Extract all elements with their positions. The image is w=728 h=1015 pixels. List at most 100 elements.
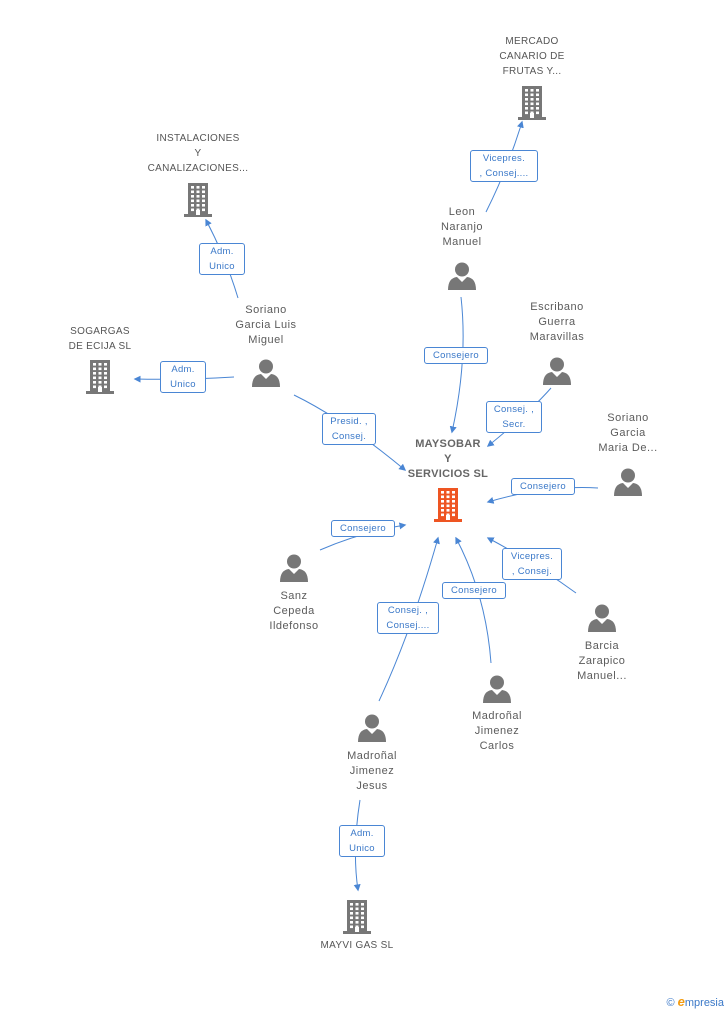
node-label-line: Miguel [248,334,284,346]
node-label-line: MAYVI GAS SL [320,940,394,951]
node-label-line: Jimenez [474,725,520,737]
company-label-mercado[interactable]: MERCADO CANARIO DE FRUTAS Y... [452,34,612,79]
relation-label-line: Presid. , [330,416,368,427]
company-label-mayvigas[interactable]: MAYVI GAS SL [277,938,437,953]
node-label-line: FRUTAS Y... [502,66,562,77]
relation-label-line: Vicepres. [510,551,554,562]
building-icon[interactable] [84,360,116,399]
relation-label-line: Unico [349,843,375,854]
node-label-line: SERVICIOS SL [407,468,489,480]
relation-label-line: Adm. [171,364,195,375]
edge-carlos-center [455,536,492,664]
relation-label-jesus-mayvigas[interactable]: Adm. Unico [339,825,385,857]
node-label-line: Cepeda [273,605,315,617]
relation-label-line: Consej.... [386,620,430,631]
node-label-line: Y [194,148,202,159]
building-icon[interactable] [516,86,548,125]
company-label-center[interactable]: MAYSOBAR Y SERVICIOS SL [368,437,528,482]
relation-label-barcia-center[interactable]: Vicepres. , Consej. [502,548,562,580]
person-icon[interactable] [587,603,617,638]
relation-label-line: Vicepres. [482,153,526,164]
brand-initial: e [677,994,685,1009]
relation-label-line: Consejero [450,585,497,596]
relation-label-line: Consejero [339,523,386,534]
person-icon[interactable] [447,261,477,296]
node-label-line: Zarapico [578,655,626,667]
node-label-line: Jimenez [349,765,395,777]
relation-label-line: Adm. [210,246,234,257]
person-icon[interactable] [613,467,643,502]
node-label-line: Maravillas [529,331,585,343]
company-label-instalaciones[interactable]: INSTALACIONES Y CANALIZACIONES... [118,131,278,176]
node-label-line: Maria De... [598,442,658,454]
footer-brand: © empresia [666,994,724,1009]
relation-label-line: Unico [209,261,235,272]
person-icon[interactable] [357,713,387,748]
node-label-line: Garcia Luis [235,319,297,331]
node-label-line: MERCADO [505,36,559,47]
person-icon[interactable] [542,356,572,391]
node-label-line: Ildefonso [269,620,319,632]
node-label-line: INSTALACIONES [156,133,240,144]
node-label-line: Naranjo [440,221,484,233]
relation-label-leon-mercado[interactable]: Vicepres., Consej.... [470,150,538,182]
node-label-line: Madroñal [472,710,522,722]
brand-name: mpresia [684,997,724,1009]
relation-label-line: Consej. [331,431,367,442]
edge-leon-center [449,296,464,434]
relation-label-carlos-center[interactable]: Consejero [442,582,506,599]
person-icon[interactable] [251,358,281,393]
node-label-line: MAYSOBAR [415,438,481,450]
relation-label-jesus-center[interactable]: Consej. , Consej.... [377,602,439,634]
node-label-line: Barcia [584,640,620,652]
relation-label-escribano-center[interactable]: Consej. , Secr. [486,401,542,433]
node-label-line: Carlos [479,740,515,752]
building-icon[interactable] [341,900,373,939]
node-label-line: Soriano [245,304,287,316]
building-icon[interactable] [182,183,214,222]
relation-label-maria-center[interactable]: Consejero [511,478,575,495]
node-label-line: CANALIZACIONES... [147,163,249,174]
node-label-line: Soriano [607,412,649,424]
relation-label-line: Adm. [350,828,374,839]
node-label-line: Manuel... [577,670,627,682]
relation-label-leon-center[interactable]: Consejero [424,347,488,364]
node-label-line: Sanz [280,590,308,602]
relation-label-line: Consejero [432,350,479,361]
relation-label-line: Consejero [519,481,566,492]
relation-label-sanz-center[interactable]: Consejero [331,520,395,537]
node-label-line: CANARIO DE [499,51,565,62]
building-icon[interactable] [432,488,464,527]
company-label-sogargas[interactable]: SOGARGAS DE ECIJA SL [20,324,180,354]
person-icon[interactable] [279,553,309,588]
node-label-line: Madroñal [347,750,397,762]
relation-label-line: Secr. [502,419,526,430]
relation-label-luis-instalaciones[interactable]: Adm. Unico [199,243,245,275]
node-label-line: Garcia [610,427,646,439]
relation-label-line: Consej. , [387,605,429,616]
node-label-line: Escribano [530,301,584,313]
relation-label-line: Consej. , [493,404,535,415]
copyright-symbol: © [666,997,675,1009]
node-label-line: DE ECIJA SL [68,341,132,352]
node-label-line: Jesus [356,780,388,792]
relation-label-line: , Consej. [511,566,553,577]
node-label-line: Guerra [538,316,576,328]
relation-label-luis-sogargas[interactable]: Adm.Unico [160,361,206,393]
node-label-line: Manuel [442,236,482,248]
node-label-line: Y [444,453,452,465]
person-icon[interactable] [482,674,512,709]
node-label-line: SOGARGAS [70,326,130,337]
node-label-line: Leon [448,206,476,218]
relation-label-luis-center[interactable]: Presid. , Consej. [322,413,376,445]
